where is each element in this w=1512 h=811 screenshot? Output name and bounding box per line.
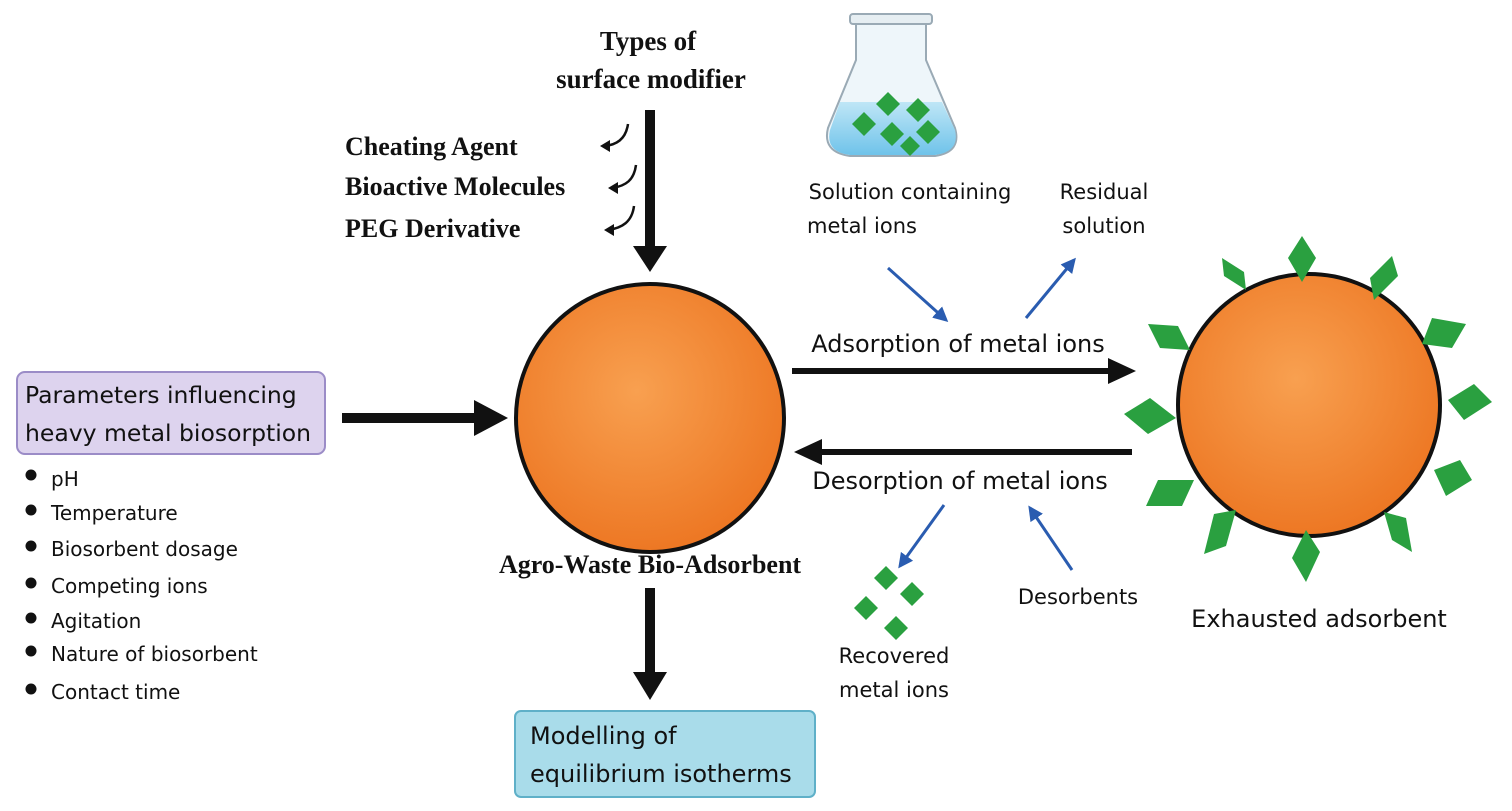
parameters-title-line1: Parameters influencing	[25, 381, 297, 409]
residual-label-line2: solution	[1062, 214, 1145, 238]
recovered-label-line1: Recovered	[839, 644, 950, 668]
param-item-contact-time: Contact time	[51, 680, 180, 704]
param-item-dosage: Biosorbent dosage	[51, 537, 238, 561]
modelling-line2: equilibrium isotherms	[530, 760, 792, 788]
modelling-box	[514, 710, 816, 798]
parameters-arrow	[342, 400, 508, 436]
exhausted-label: Exhausted adsorbent	[1191, 605, 1447, 633]
residual-label-line1: Residual	[1060, 180, 1149, 204]
desorption-arrow	[794, 439, 1132, 465]
parameters-title-line2: heavy metal biosorption	[25, 419, 311, 447]
bullet-icon	[25, 645, 37, 657]
curved-arrow-heads	[600, 140, 618, 236]
bullet-icon	[25, 577, 37, 589]
modelling-line1: Modelling of	[530, 722, 677, 750]
adsorption-arrow	[792, 358, 1136, 384]
bullet-icon	[25, 683, 37, 695]
desorption-label: Desorption of metal ions	[812, 467, 1108, 495]
modifier-item-peg: PEG Derivative	[345, 214, 520, 243]
recovered-ions-icon	[854, 566, 924, 640]
parameters-list: pH Temperature Biosorbent dosage Competi…	[25, 467, 258, 704]
center-label: Agro-Waste Bio-Adsorbent	[499, 550, 801, 579]
flask-icon	[826, 13, 958, 157]
modifier-down-arrow	[633, 110, 667, 272]
modifier-title-line2: surface modifier	[556, 64, 746, 94]
modifier-item-chelating: Cheating Agent	[345, 132, 518, 161]
solution-label-line1: Solution containing	[809, 180, 1012, 204]
recovered-label-line2: metal ions	[839, 678, 949, 702]
modifier-item-bioactive: Bioactive Molecules	[345, 172, 565, 201]
desorbents-label: Desorbents	[1018, 585, 1138, 609]
param-item-agitation: Agitation	[51, 609, 141, 633]
bullet-icon	[25, 469, 37, 481]
bullet-icon	[25, 504, 37, 516]
param-item-temperature: Temperature	[50, 501, 178, 525]
param-item-nature: Nature of biosorbent	[51, 642, 258, 666]
desorbents-in-arrow	[1028, 505, 1074, 571]
bullet-icon	[25, 540, 37, 552]
modifier-title-line1: Types of	[600, 26, 697, 56]
bullet-icon	[25, 612, 37, 624]
residual-out-arrow	[1024, 257, 1076, 319]
parameters-box	[16, 371, 326, 455]
agro-waste-bio-adsorbent-circle	[514, 282, 786, 554]
modelling-down-arrow	[633, 588, 667, 700]
param-item-competing-ions: Competing ions	[51, 574, 208, 598]
param-item-ph: pH	[51, 467, 79, 491]
recovered-out-arrow	[898, 504, 946, 569]
exhausted-adsorbent-icon	[1124, 236, 1492, 582]
solution-in-arrow	[886, 266, 949, 323]
solution-label-line2: metal ions	[807, 214, 917, 238]
curved-arrow-icons	[603, 123, 638, 232]
adsorption-label: Adsorption of metal ions	[811, 330, 1105, 358]
